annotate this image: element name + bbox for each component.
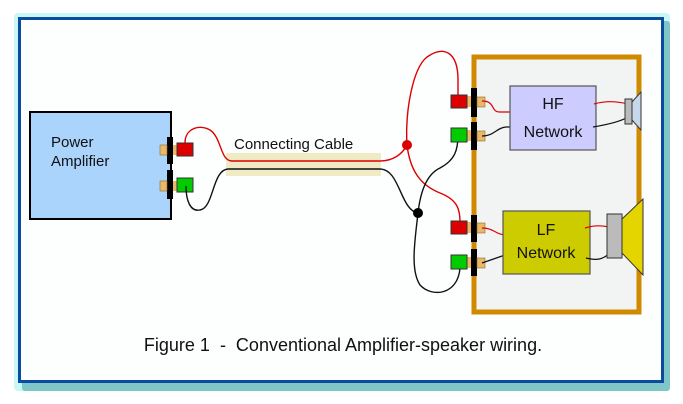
lf-network: LF Network [481,197,644,277]
biwire-links [402,50,461,294]
hf-network-box [509,85,597,151]
negative-wire-to-hf [417,134,459,214]
amp-terminal-negative [176,177,194,193]
figure-caption: Figure 1 - Conventional Amplifier-speake… [144,335,542,355]
hf-network: HF Network [481,85,642,151]
negative-wire-amp-to-junction [185,168,419,214]
lf-terminal-positive [450,220,468,235]
hf-terminal-plate-positive [471,88,477,117]
hf-terminal-positive [450,94,468,109]
hf-tweeter-magnet [624,98,633,125]
amp-post-negative [159,180,168,192]
hf-network-label-line1: HF [542,96,564,113]
hf-input-wire-negative [481,126,514,137]
amp-post-negative-in [173,181,177,191]
amp-terminal-plate-positive [167,137,173,164]
amp-terminal-plate-negative [167,170,173,199]
hf-post-positive-out [466,96,471,107]
lf-woofer-magnet [606,213,623,259]
hf-input-terminals [450,88,486,150]
negative-junction-dot [413,208,423,218]
hf-post-positive [476,96,486,108]
hf-terminal-negative [450,127,468,143]
hf-post-negative-out [466,130,471,141]
lf-input-wire-negative [481,254,506,264]
hf-terminal-plate-negative [471,122,477,150]
amplifier-label-line1: Power [51,134,94,151]
lf-network-label-line2: Network [517,245,577,262]
positive-wire-amp-to-junction [184,126,408,162]
hf-input-wire-positive [481,100,514,113]
lf-post-negative [476,257,486,269]
amp-post-positive [159,144,168,156]
cable-sheath [226,153,381,176]
amplifier-label-line2: Amplifier [51,153,109,170]
negative-wire-to-lf [413,212,461,294]
positive-wire-to-hf [405,50,459,146]
connecting-cable: Connecting Cable [184,126,419,214]
lf-terminal-plate-negative [471,249,477,276]
lf-network-box [502,210,591,275]
hf-network-label-line2: Network [524,124,584,141]
lf-post-positive-out [466,222,471,233]
amp-terminal-positive [176,142,194,157]
lf-post-negative-out [466,257,471,268]
amp-post-positive-in [173,145,177,155]
lf-terminal-negative [450,254,468,270]
cable-label: Connecting Cable [234,136,353,153]
power-amplifier: Power Amplifier [29,111,194,220]
lf-network-label-line1: LF [537,222,556,239]
positive-wire-to-lf [406,144,461,223]
lf-input-terminals [450,215,486,276]
amplifier-body [29,111,172,220]
positive-junction-dot [402,140,412,150]
lf-terminal-plate-positive [471,215,477,242]
